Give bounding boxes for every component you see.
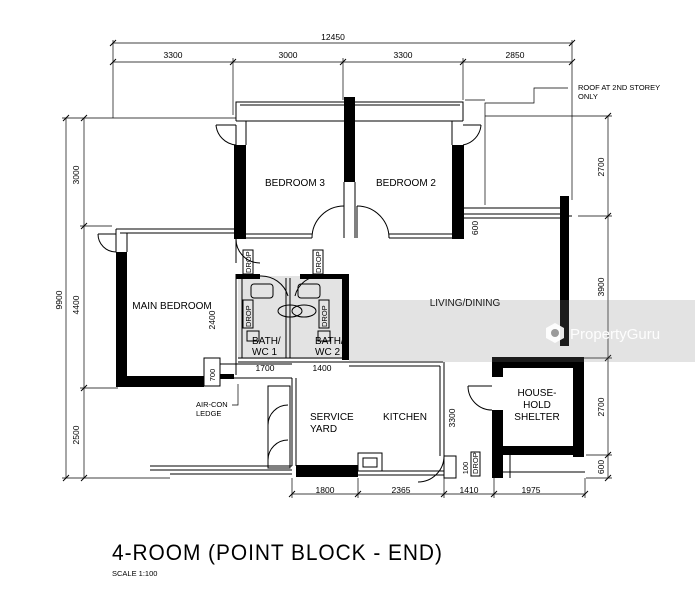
room-living-dining: LIVING/DINING: [430, 298, 501, 309]
dim-inner-700: 700: [208, 369, 217, 382]
dim-top-2: 3000: [279, 50, 298, 60]
plan-scale: SCALE 1:100: [112, 569, 158, 578]
dim-top-4: 2850: [506, 50, 525, 60]
dim-left-3: 2500: [71, 425, 81, 444]
household-shelter: [467, 357, 585, 478]
dim-top-total: 12450: [321, 32, 345, 42]
top-dimension-lines: [109, 39, 576, 200]
room-service-yard-line2: YARD: [310, 424, 337, 435]
room-shelter-line3: SHELTER: [514, 412, 559, 423]
dim-right-2: 3900: [596, 277, 606, 296]
drop-5: DROP: [471, 452, 480, 474]
dim-inner-3300: 3300: [447, 408, 457, 427]
dim-bottom-4: 1975: [522, 485, 541, 495]
dim-top-1: 3300: [164, 50, 183, 60]
service-kitchen: [150, 361, 457, 483]
roof-leader: [465, 87, 568, 205]
dim-right-4: 600: [596, 460, 606, 474]
room-bath-2-line1: BATH/: [315, 336, 344, 347]
room-bath-1-line2: WC 1: [252, 347, 277, 358]
dim-inner-2400: 2400: [207, 310, 217, 329]
bathrooms: [235, 249, 349, 375]
room-shelter-line2: HOLD: [523, 400, 551, 411]
room-bedroom-3: BEDROOM 3: [265, 178, 325, 189]
roof-note-line2: ONLY: [578, 92, 598, 101]
dim-left-2: 4400: [71, 295, 81, 314]
room-bath-2-line2: WC 2: [315, 347, 340, 358]
dim-inner-100: 100: [461, 462, 470, 475]
drop-1: DROP: [244, 251, 253, 273]
dim-bottom-1: 1800: [316, 485, 335, 495]
dim-top-3: 3300: [394, 50, 413, 60]
drop-2: DROP: [314, 251, 323, 273]
dim-left-1: 3000: [71, 165, 81, 184]
dim-bottom-3: 1410: [460, 485, 479, 495]
watermark-text: PropertyGuru: [570, 326, 660, 343]
aircon-note-line2: LEDGE: [196, 409, 221, 418]
living-right-walls: [464, 196, 572, 346]
dim-inner-1700: 1700: [256, 363, 275, 373]
right-dimension-lines: [485, 112, 612, 482]
dim-bottom-2: 2365: [392, 485, 411, 495]
room-bedroom-2: BEDROOM 2: [376, 178, 436, 189]
room-kitchen: KITCHEN: [383, 412, 427, 423]
dim-inner-1400: 1400: [313, 363, 332, 373]
room-shelter-line1: HOUSE-: [518, 388, 557, 399]
watermark-logo-icon: [546, 323, 564, 343]
dim-left-total: 9900: [54, 290, 64, 309]
left-dimension-lines: [62, 114, 236, 482]
aircon-ledge: [203, 357, 292, 406]
dim-right-3: 2700: [596, 397, 606, 416]
roof-note-line1: ROOF AT 2ND STOREY: [578, 83, 660, 92]
dim-right-1: 2700: [596, 157, 606, 176]
watermark: PropertyGuru: [349, 300, 695, 362]
drop-3: DROP: [244, 305, 253, 327]
room-bath-1-line1: BATH/: [252, 336, 281, 347]
dim-inner-600: 600: [470, 221, 480, 235]
bottom-dimension-lines: [288, 478, 589, 498]
plan-title: 4-ROOM (POINT BLOCK - END): [112, 540, 443, 565]
room-main-bedroom: MAIN BEDROOM: [132, 301, 211, 312]
room-service-yard-line1: SERVICE: [310, 412, 354, 423]
bedrooms-top-block: [215, 97, 482, 239]
drop-4: DROP: [320, 305, 329, 327]
aircon-note-line1: AIR-CON: [196, 400, 228, 409]
